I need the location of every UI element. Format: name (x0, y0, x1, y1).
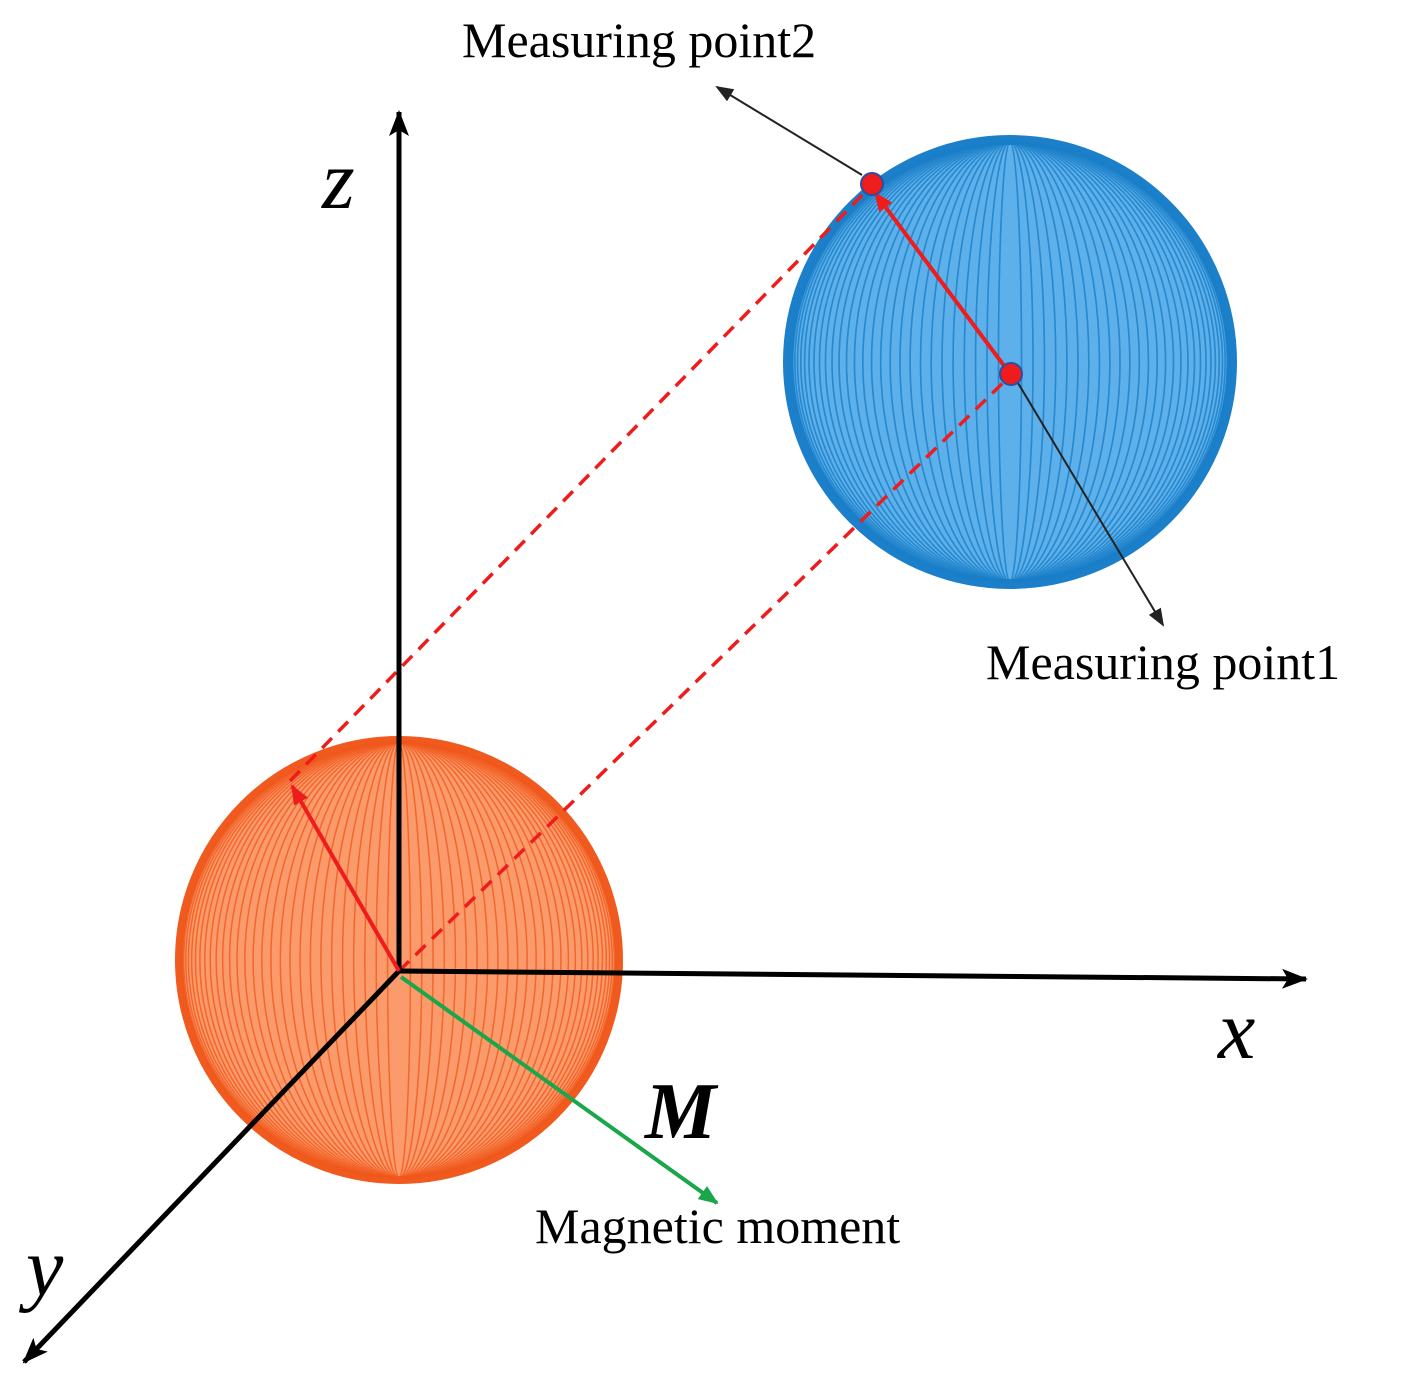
point1-leader-arrow (1014, 377, 1165, 627)
measuring-point2-label: Measuring point2 (462, 12, 816, 68)
y-axis-label: y (18, 1221, 64, 1314)
measurement-sphere (783, 135, 1237, 589)
projection-dash-lower (397, 373, 1013, 973)
magnetic-moment-caption: Magnetic moment (535, 1198, 900, 1254)
point2-leader-arrow (715, 85, 863, 176)
source-sphere-meridians (180, 741, 618, 1179)
sphere-meridian (789, 141, 1231, 583)
z-axis-label: z (321, 134, 355, 227)
measuring-point1-label: Measuring point1 (986, 634, 1340, 690)
x-axis-line (398, 968, 1308, 989)
measuring-vector-projected (290, 784, 401, 973)
measuring-vector-arrow (873, 191, 1013, 377)
measuring-point1-marker (999, 362, 1023, 386)
measurement-sphere-meridians (789, 141, 1231, 583)
x-axis-label: x (1216, 984, 1255, 1077)
magnetic-moment-vector (399, 975, 719, 1205)
projection-dash-upper (288, 184, 873, 783)
moment-symbol-label: M (643, 1068, 719, 1156)
measuring-point2-marker (860, 172, 884, 196)
y-axis-line (22, 969, 401, 1364)
